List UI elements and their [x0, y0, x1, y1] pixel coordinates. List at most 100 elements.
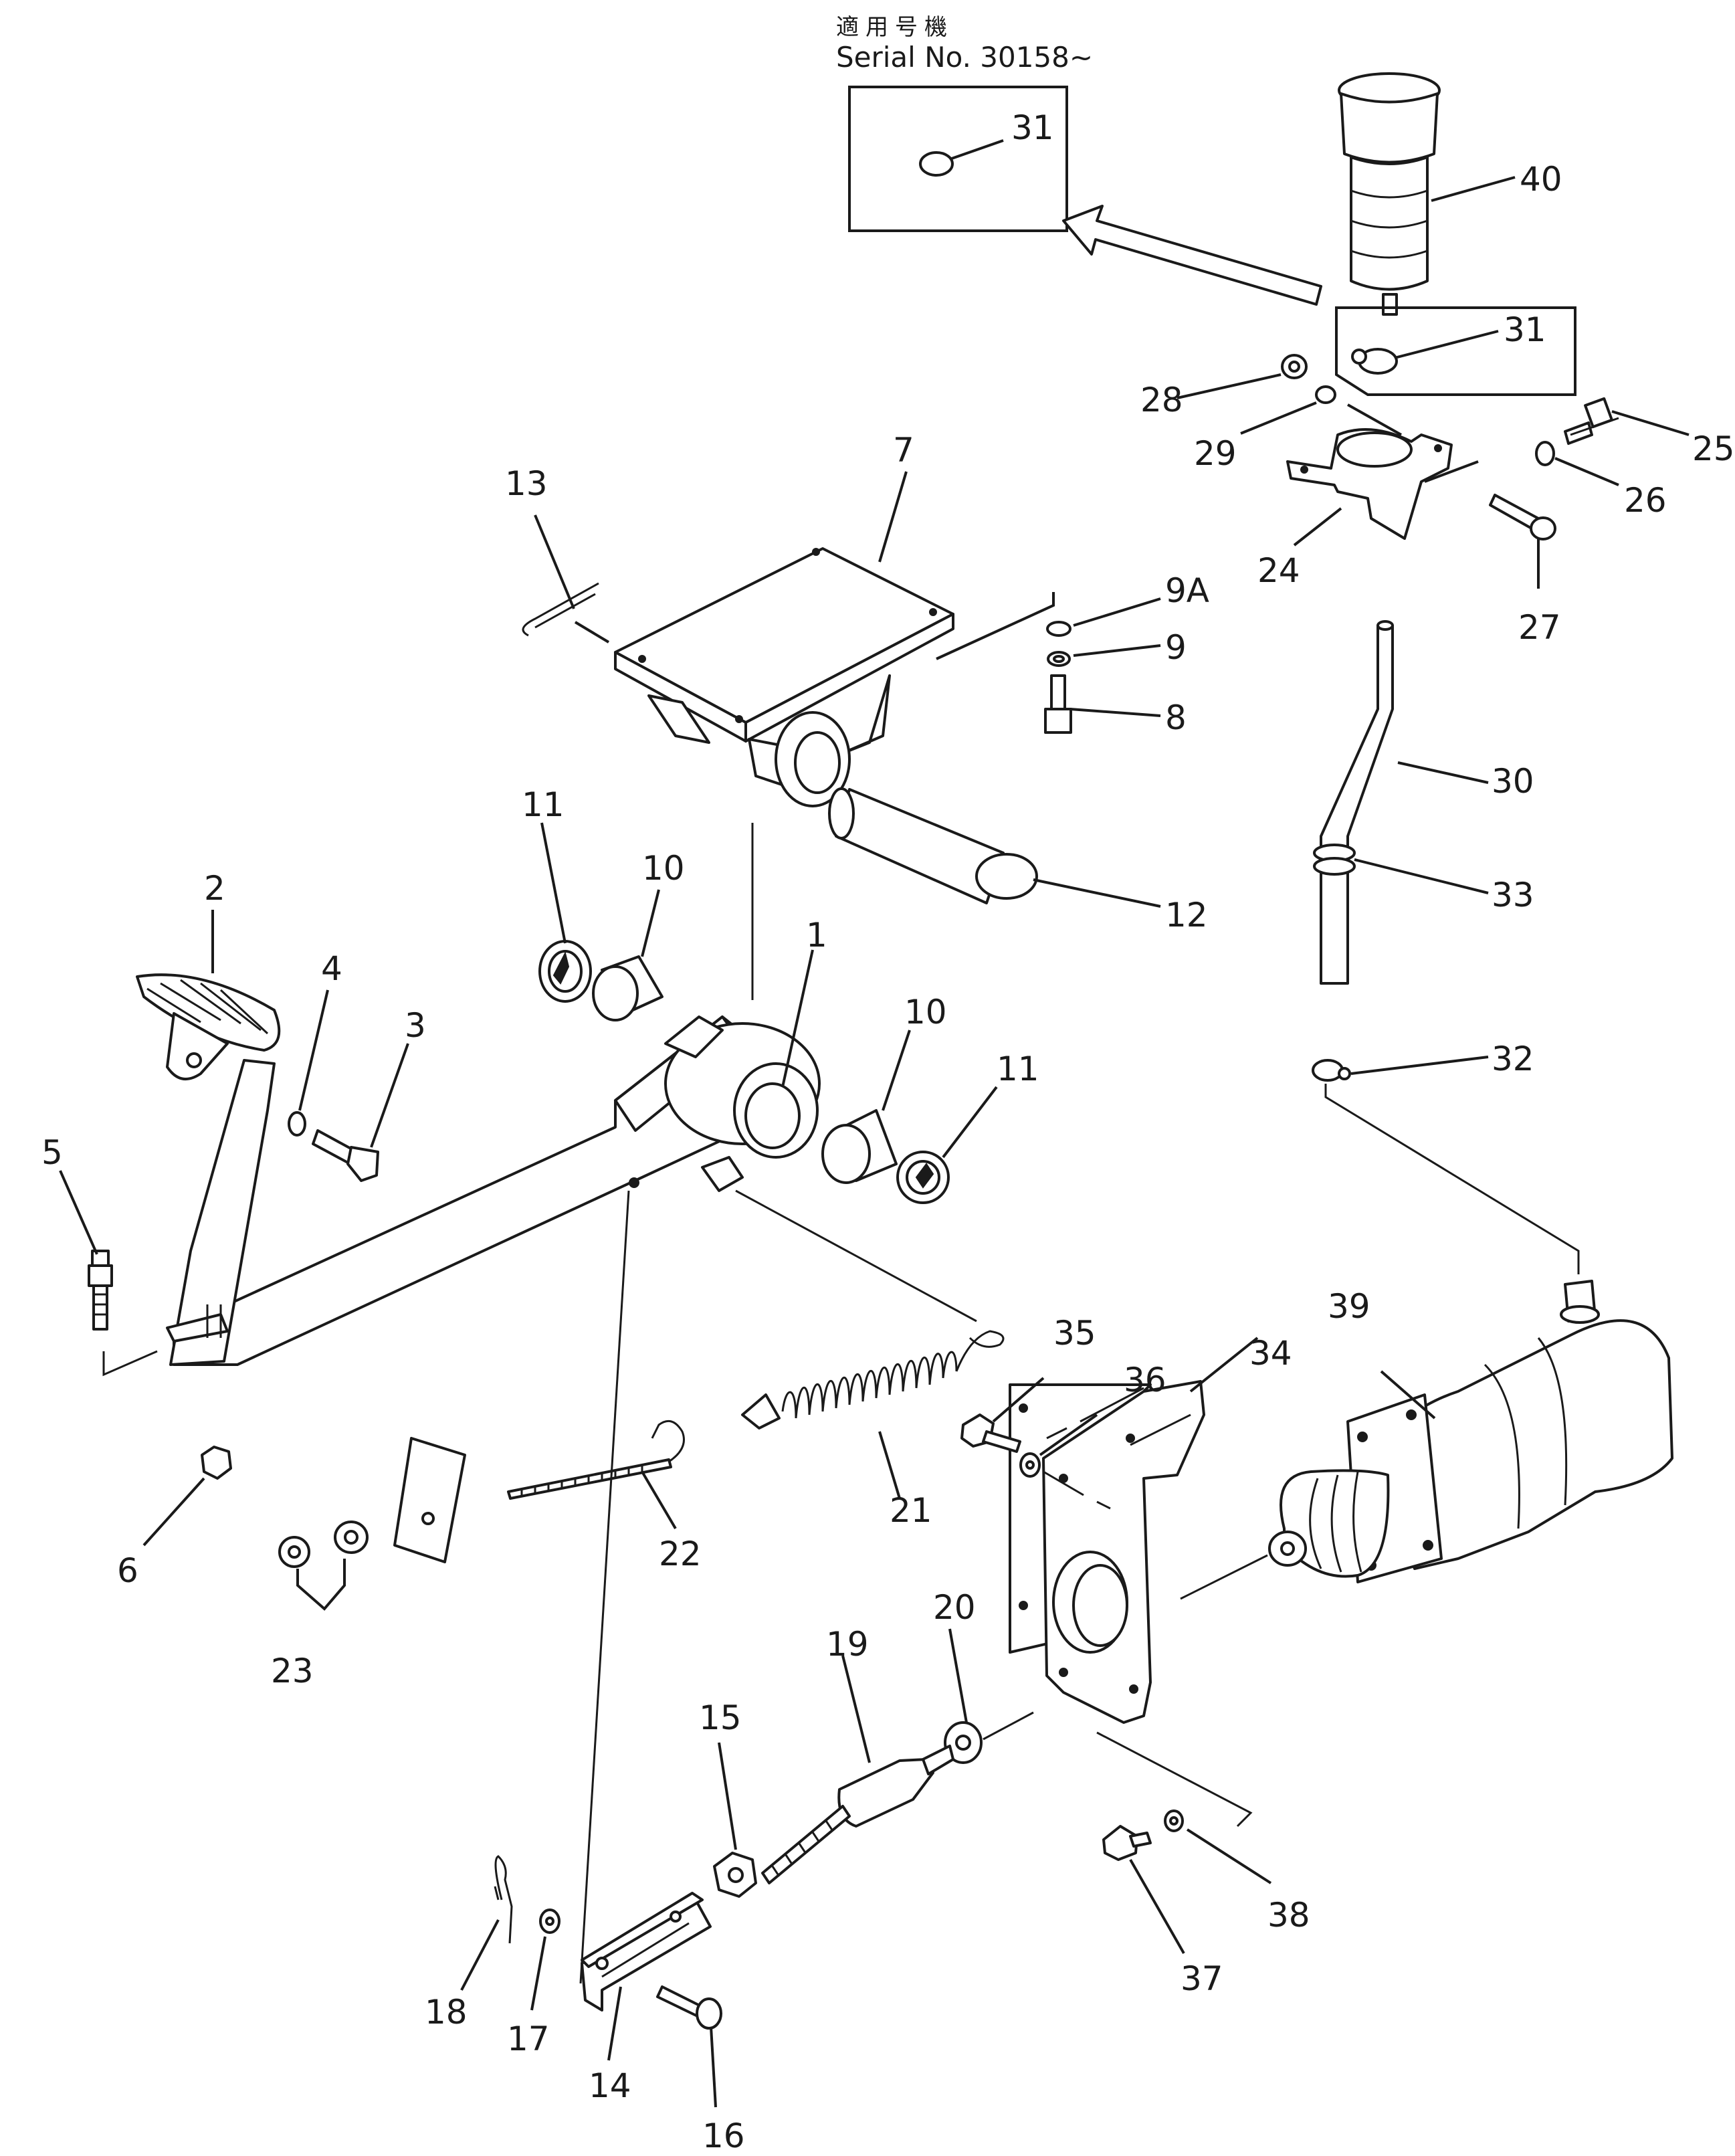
callout-16: 16: [702, 2117, 745, 2155]
pedal-lever: [166, 1059, 276, 1366]
pedal-bracket-7: [614, 547, 954, 807]
guide-line-14: [579, 1190, 630, 1984]
callout-28: 28: [1140, 381, 1183, 419]
bolt-3: [312, 1129, 379, 1182]
leader-30: [1397, 761, 1489, 784]
rod-22: [507, 1419, 685, 1500]
bolt-37: [1102, 1825, 1152, 1861]
leader-36: [1039, 1413, 1098, 1456]
leader-12: [1033, 878, 1161, 908]
callout-36: 36: [1124, 1361, 1166, 1399]
washer-29: [1315, 385, 1336, 404]
stopper-bolt-5: [88, 1250, 113, 1331]
leader-40: [1431, 176, 1516, 202]
washer-9: [1047, 651, 1071, 667]
serial-variant-inset: 31: [848, 86, 1068, 232]
callout-11a: 11: [522, 785, 565, 824]
washer-17: [539, 1908, 560, 1934]
leader-11a: [540, 822, 567, 944]
seal-11-left: [538, 940, 592, 1003]
callout-23: 23: [271, 1652, 314, 1690]
callout-38: 38: [1267, 1896, 1310, 1935]
callout-25: 25: [1692, 429, 1735, 468]
leader-18: [460, 1919, 500, 1991]
leader-33: [1354, 858, 1489, 894]
serial-number-label: Serial No. 30158~: [836, 41, 1093, 74]
leader-23: [296, 1559, 346, 1611]
callout-7: 7: [893, 431, 914, 470]
leader-37: [1129, 1859, 1185, 1954]
leader-13: [534, 514, 575, 609]
leader-35: [992, 1377, 1045, 1423]
leader-28: [1177, 373, 1282, 399]
bushing-10-right: [821, 1109, 898, 1184]
callout-32: 32: [1492, 1040, 1534, 1078]
washer-9a: [1046, 621, 1071, 637]
leader-14: [607, 1986, 622, 2061]
leader-1: [781, 949, 814, 1088]
hose-path-32: [1324, 1084, 1580, 1274]
bolt-25: [1564, 397, 1619, 445]
clamp-32: [1312, 1059, 1351, 1082]
leader-16: [710, 2026, 717, 2108]
callout-15: 15: [699, 1698, 742, 1737]
seal-11-right: [896, 1151, 950, 1204]
bushing-10-left: [592, 955, 664, 1021]
guide-line-24: [1424, 460, 1479, 483]
nut-6: [201, 1446, 232, 1480]
guide-line-boot: [1180, 1554, 1268, 1600]
guide-line-13: [574, 621, 610, 644]
leader-17: [530, 1936, 546, 2011]
callout-2: 2: [204, 869, 225, 908]
reservoir-tank: [1338, 72, 1441, 316]
master-cylinder-39: [1346, 1280, 1673, 1583]
leader-25: [1611, 410, 1690, 436]
push-rod-19: [761, 1745, 954, 1884]
leader-21: [878, 1431, 901, 1499]
leader-10b: [882, 1030, 911, 1111]
bolt-35: [960, 1413, 1021, 1453]
callout-20: 20: [933, 1588, 976, 1627]
leader-34: [1189, 1337, 1259, 1393]
callout-11b: 11: [997, 1050, 1039, 1088]
grommet-33: [1313, 844, 1356, 876]
cotter-pin-18: [494, 1855, 513, 1944]
callout-30: 30: [1492, 762, 1534, 801]
leader-19: [841, 1655, 871, 1763]
leader-15: [718, 1742, 737, 1850]
pedal-arm-1: [173, 1015, 821, 1366]
leader-31: [1394, 330, 1499, 359]
plate: [393, 1437, 466, 1563]
callout-14: 14: [589, 2066, 631, 2105]
callout-labels: 40 31 28 29 25 26 24 27 7 13 9A 9 8 30 3…: [41, 160, 1735, 2155]
callout-26: 26: [1624, 481, 1667, 520]
pin-16: [656, 1985, 722, 2030]
guide-line-34: [1046, 1387, 1191, 1446]
washer-38: [1164, 1809, 1184, 1832]
guide-line-21: [735, 1189, 977, 1322]
nut-28: [1281, 354, 1308, 379]
callout-24: 24: [1257, 551, 1300, 590]
leader-9: [1073, 644, 1161, 657]
leader-26: [1554, 457, 1619, 486]
callout-22: 22: [659, 1535, 702, 1573]
leader-11b: [942, 1086, 998, 1159]
guide-line-20: [983, 1711, 1034, 1741]
leader-38: [1186, 1828, 1272, 1884]
pin-13: [522, 582, 599, 637]
leader-9a: [1073, 597, 1161, 627]
washer-36: [1019, 1452, 1041, 1478]
callout-37: 37: [1181, 1959, 1223, 1998]
callout-6: 6: [117, 1551, 138, 1590]
washer-26: [1535, 441, 1555, 466]
leader-32: [1350, 1056, 1489, 1075]
shaft-12: [828, 787, 1038, 904]
callout-9: 9: [1165, 628, 1187, 667]
leader-24: [1293, 507, 1342, 547]
callout-13: 13: [505, 464, 548, 503]
callout-10a: 10: [642, 849, 685, 888]
clamp-31-box: [1335, 306, 1576, 396]
leader-22: [641, 1470, 677, 1530]
callout-9a: 9A: [1165, 571, 1209, 610]
pipe-30: [1320, 620, 1394, 985]
